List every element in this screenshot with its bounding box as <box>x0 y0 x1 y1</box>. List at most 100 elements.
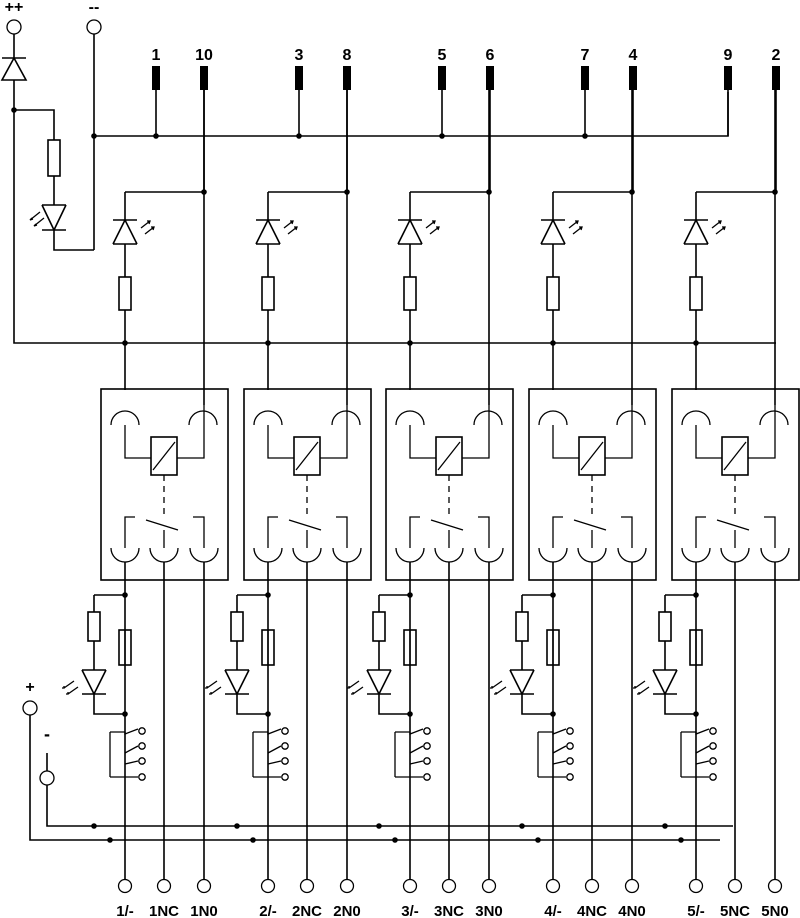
relay-channel-3 <box>347 89 514 870</box>
relay-housing <box>100 388 229 581</box>
input-resistor <box>689 276 703 311</box>
output-terminal-label: 1/- <box>116 903 134 918</box>
wire <box>140 220 155 235</box>
jumper-contact <box>709 727 717 735</box>
wire <box>253 410 361 426</box>
wire <box>237 562 348 870</box>
jumper-contact <box>138 757 146 765</box>
wire <box>295 441 319 471</box>
output-led-icon <box>652 669 678 696</box>
wire <box>347 680 364 695</box>
input-pin-10 <box>200 66 208 90</box>
jumper-contact <box>566 727 574 735</box>
output-led-icon <box>509 669 535 696</box>
output-terminal-2/- <box>260 878 276 894</box>
junction-dot <box>91 823 97 829</box>
wire <box>437 441 461 471</box>
jumper-contact <box>423 773 431 781</box>
wire <box>665 562 776 870</box>
wire <box>680 731 696 778</box>
wire <box>267 425 348 459</box>
wire <box>395 410 503 426</box>
jumper-contact <box>281 757 289 765</box>
wire <box>552 516 633 548</box>
output-terminal-3N0 <box>481 878 497 894</box>
plus-rail <box>13 34 776 344</box>
relay-housing <box>385 388 514 581</box>
wire <box>62 680 79 695</box>
wire <box>283 220 298 235</box>
junction-dot <box>693 711 699 717</box>
jumper-contact <box>423 757 431 765</box>
output-terminal-label: 5NC <box>720 903 750 918</box>
terminal-minus-minus <box>86 19 102 35</box>
supply-wiring: ++ -- + - <box>0 0 776 841</box>
output-terminal-label: 3N0 <box>475 903 503 918</box>
input-led-icon <box>683 218 709 245</box>
wire <box>723 441 747 471</box>
output-led-icon <box>224 669 250 696</box>
wire <box>409 425 490 459</box>
junction-dot <box>407 711 413 717</box>
input-pin-1 <box>152 66 160 90</box>
output-terminal-5/- <box>688 878 704 894</box>
wire <box>711 220 726 235</box>
junction-dot <box>519 823 525 829</box>
output-terminal-3NC <box>441 878 457 894</box>
wire <box>522 562 633 870</box>
wire <box>124 89 205 405</box>
wire <box>490 680 507 695</box>
wire <box>124 516 205 548</box>
output-terminal-5NC <box>727 878 743 894</box>
junction-dot <box>122 340 128 346</box>
wire <box>695 425 776 459</box>
wire <box>124 425 205 459</box>
junction-dot <box>107 837 113 843</box>
junction-dot <box>265 711 271 717</box>
junction-dot <box>550 711 556 717</box>
output-terminal-1/- <box>117 878 133 894</box>
wire <box>267 89 348 405</box>
relay-housing <box>671 388 800 581</box>
supply-led-resistor <box>47 139 61 177</box>
wire <box>152 441 176 471</box>
junction-dot <box>376 823 382 829</box>
input-resistor <box>261 276 275 311</box>
output-led-icon <box>81 669 107 696</box>
wire <box>94 562 205 870</box>
wire <box>109 731 125 778</box>
wire <box>633 680 650 695</box>
output-resistor <box>372 611 386 642</box>
output-terminal-label: 5N0 <box>761 903 789 918</box>
input-pin-2 <box>772 66 780 90</box>
output-terminal-5N0 <box>767 878 783 894</box>
jumper-contact <box>709 742 717 750</box>
wire <box>110 547 219 563</box>
wire <box>538 547 647 563</box>
input-pin-label: 3 <box>295 47 304 64</box>
junction-dot <box>344 189 350 195</box>
wire <box>537 731 553 778</box>
input-pin-label: 10 <box>195 47 213 64</box>
output-terminal-label: 5/- <box>687 903 705 918</box>
input-pin-label: 1 <box>152 47 161 64</box>
junction-dot <box>265 592 271 598</box>
wire <box>267 516 348 548</box>
output-lead <box>124 870 205 879</box>
wire <box>110 410 218 426</box>
jumper-contact <box>281 742 289 750</box>
wire <box>681 410 789 426</box>
wire <box>409 728 424 778</box>
jumper-contact <box>709 773 717 781</box>
input-pin-8 <box>343 66 351 90</box>
output-lead <box>267 870 348 879</box>
wire <box>552 728 567 778</box>
output-terminal-label: 4N0 <box>618 903 646 918</box>
jumper-contact <box>281 773 289 781</box>
output-lead <box>695 870 776 879</box>
jumper-contact <box>138 727 146 735</box>
junction-dot <box>629 189 635 195</box>
bottom-supply-rails <box>29 715 733 841</box>
wire <box>236 595 268 715</box>
junction-dot <box>392 837 398 843</box>
